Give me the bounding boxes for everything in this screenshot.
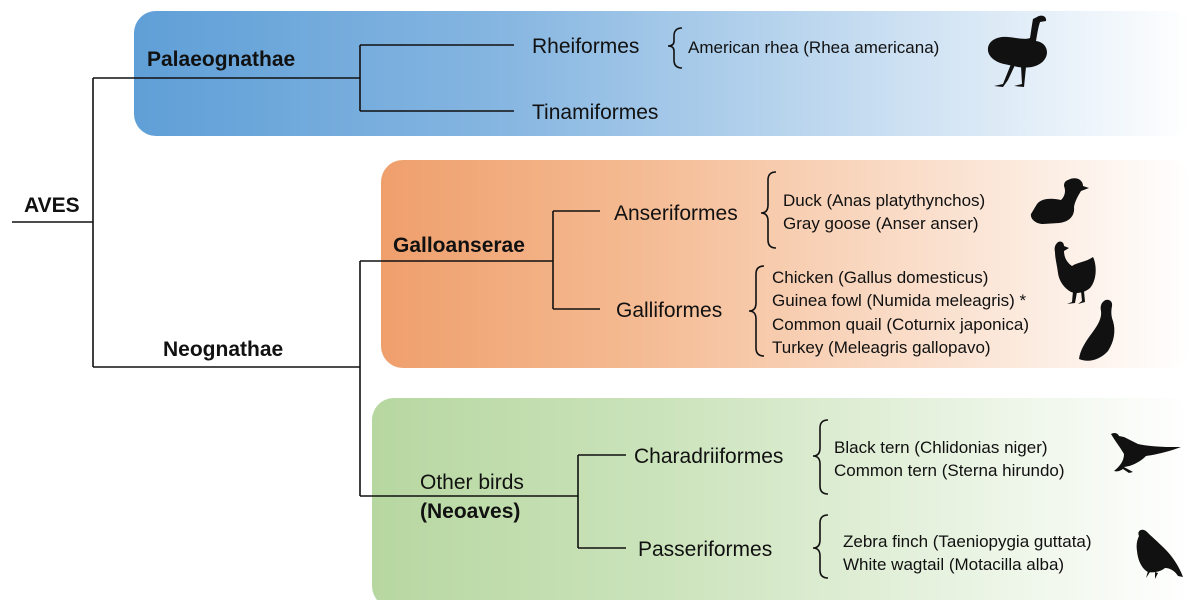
neoaves-panel — [372, 398, 1191, 600]
species-gray-goose: Gray goose (Anser anser) — [783, 214, 979, 233]
order-anseriformes: Anseriformes — [614, 202, 738, 225]
species-chicken: Chicken (Gallus domesticus) — [772, 268, 988, 287]
order-passeriformes: Passeriformes — [638, 538, 772, 561]
neoaves-label-line2: (Neoaves) — [420, 500, 520, 523]
order-galliformes: Galliformes — [616, 299, 722, 322]
root-label: AVES — [24, 194, 80, 217]
galloanserae-label: Galloanserae — [393, 234, 525, 257]
neognathae-label: Neognathae — [163, 338, 283, 361]
species-white-wagtail: White wagtail (Motacilla alba) — [843, 555, 1064, 574]
order-charadriiformes: Charadriiformes — [634, 445, 783, 468]
species-zebra-finch: Zebra finch (Taeniopygia guttata) — [843, 532, 1092, 551]
species-american-rhea: American rhea (Rhea americana) — [688, 38, 939, 57]
species-guinea-fowl: Guinea fowl (Numida meleagris) * — [772, 291, 1027, 310]
order-tinamiformes: Tinamiformes — [532, 101, 658, 124]
species-common-quail: Common quail (Coturnix japonica) — [772, 315, 1029, 334]
species-turkey: Turkey (Meleagris gallopavo) — [772, 338, 991, 357]
order-rheiformes: Rheiformes — [532, 35, 639, 58]
species-black-tern: Black tern (Chlidonias niger) — [834, 438, 1048, 457]
neoaves-label-line1: Other birds — [420, 471, 524, 494]
species-common-tern: Common tern (Sterna hirundo) — [834, 461, 1065, 480]
species-duck: Duck (Anas platythynchos) — [783, 191, 985, 210]
palaeognathae-label: Palaeognathae — [147, 48, 295, 71]
